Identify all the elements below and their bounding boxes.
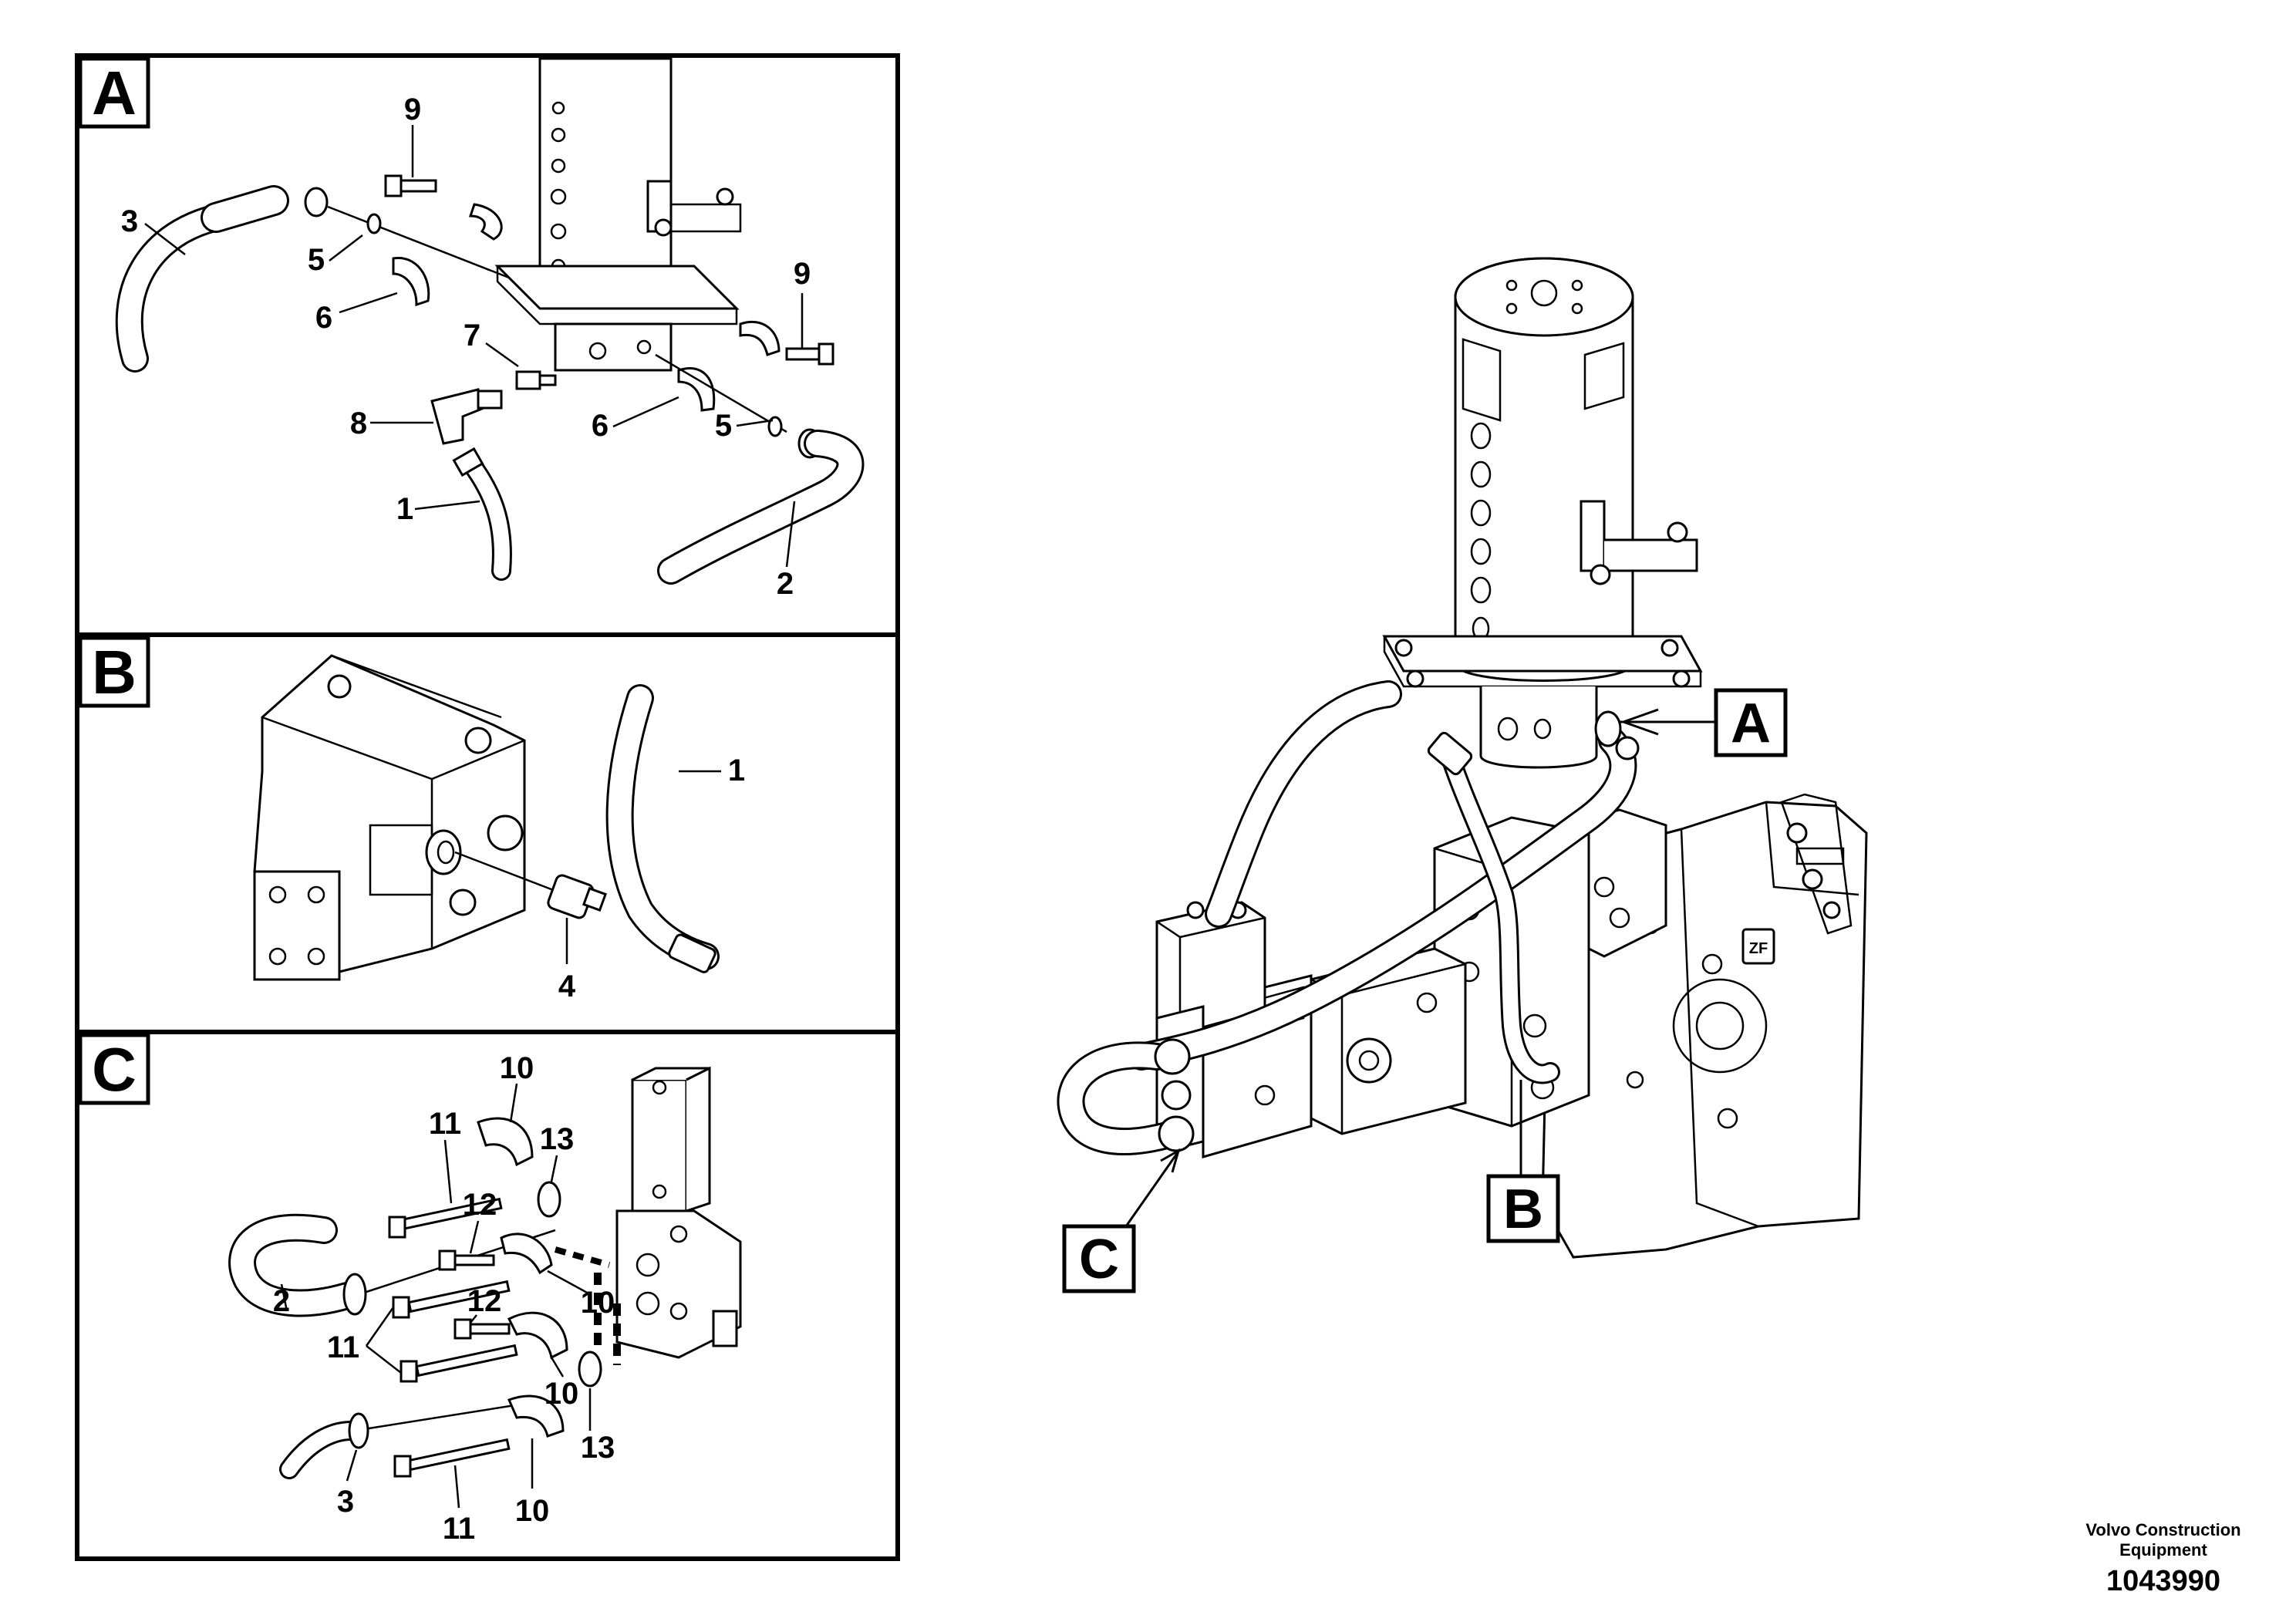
callout-a-8: 8	[350, 406, 367, 440]
panel-a-letter-box	[78, 56, 150, 129]
panel-c-letter: C	[92, 1035, 137, 1104]
clamp-10-bottom	[507, 1394, 565, 1438]
panel-b-letter: B	[92, 638, 137, 706]
callout-a-6-right: 6	[592, 409, 609, 443]
callout-a-9-top: 9	[404, 93, 421, 126]
overview-assembly: ZF	[1057, 257, 1868, 1259]
overview-ref-c-label: C	[1079, 1229, 1119, 1290]
screw-11-lower	[400, 1344, 518, 1383]
clamp-10-upper	[477, 1117, 534, 1167]
overview-ref-b-label: B	[1503, 1179, 1543, 1240]
overview-ref-c-box	[1062, 1224, 1136, 1293]
callout-a-6-left: 6	[315, 301, 332, 335]
fitting-4	[547, 874, 608, 919]
callout-c-10-mid: 10	[581, 1286, 615, 1320]
valve-block-detail	[615, 1066, 742, 1359]
screw-11-top	[388, 1197, 503, 1239]
pump-housing-detail	[253, 654, 526, 981]
callout-c-13-top: 13	[540, 1122, 575, 1156]
callout-a-2: 2	[777, 567, 794, 601]
callout-c-10-top: 10	[500, 1051, 534, 1085]
screw-9-lower	[785, 342, 834, 366]
callout-c-12-upper: 12	[463, 1188, 497, 1222]
overview-ref-c: C	[1062, 1148, 1182, 1293]
panel-c-letter-box	[78, 1033, 150, 1105]
screw-12-upper	[438, 1249, 495, 1271]
screw-12-lower	[453, 1318, 511, 1340]
swivel-column-detail	[494, 57, 742, 372]
overview-ref-b-box	[1486, 1174, 1560, 1243]
panel-c: C	[78, 1033, 742, 1546]
callout-a-1: 1	[396, 492, 413, 526]
clamp-half-lower	[677, 366, 716, 412]
clamp-half-upper	[468, 203, 503, 241]
adapter-7	[515, 370, 557, 390]
callout-c-11-top: 11	[429, 1107, 461, 1141]
callout-a-5-left: 5	[308, 243, 325, 277]
panel-a: A	[78, 56, 865, 601]
callout-a-9-right: 9	[794, 257, 811, 291]
callout-c-3: 3	[337, 1485, 354, 1519]
callout-c-13-lower: 13	[581, 1431, 615, 1465]
screw-9-upper	[384, 174, 437, 197]
callout-b-4: 4	[558, 969, 576, 1003]
overview-ref-a: A	[1620, 688, 1788, 757]
o-ring-13-upper	[537, 1181, 561, 1218]
overview-swivel-column	[1382, 257, 1703, 769]
overview-ref-a-label: A	[1731, 693, 1771, 754]
callout-b-1: 1	[728, 754, 745, 787]
o-ring-13-lower	[578, 1351, 602, 1388]
flange-fitting	[304, 187, 329, 218]
svg-text:ZF: ZF	[1749, 940, 1768, 957]
callout-a-3: 3	[121, 204, 138, 238]
overview-ref-a-box	[1714, 688, 1788, 757]
clamp-10-lower	[507, 1311, 568, 1360]
o-ring	[366, 213, 382, 234]
callout-a-5-right: 5	[715, 409, 732, 443]
caption-line2: Equipment	[2119, 1540, 2207, 1560]
caption-line1: Volvo Construction	[2085, 1520, 2240, 1539]
clamp-half-right	[739, 320, 781, 356]
callout-c-10-bottom: 10	[515, 1494, 550, 1528]
callout-c-11-bottom: 11	[443, 1512, 475, 1546]
caption-number: 1043990	[2106, 1565, 2220, 1597]
clamp-half-left	[392, 257, 430, 307]
callout-a-7: 7	[464, 319, 480, 352]
callout-c-2: 2	[273, 1284, 290, 1318]
clamp-10-mid	[500, 1233, 553, 1275]
caption: Volvo Construction Equipment 1043990	[2085, 1520, 2240, 1597]
callout-c-12-lower: 12	[467, 1284, 502, 1318]
detail-panels-frame	[75, 53, 900, 1561]
callout-c-10-lower: 10	[544, 1377, 579, 1411]
panel-a-letter: A	[92, 59, 137, 127]
callout-c-11-pair: 11	[327, 1330, 359, 1364]
panel-b: B 1 4	[78, 636, 745, 1003]
screw-11-bottom	[393, 1438, 511, 1478]
elbow-8	[430, 388, 503, 445]
overview-ref-b: B	[1486, 1080, 1560, 1243]
panel-b-letter-box	[78, 636, 150, 708]
